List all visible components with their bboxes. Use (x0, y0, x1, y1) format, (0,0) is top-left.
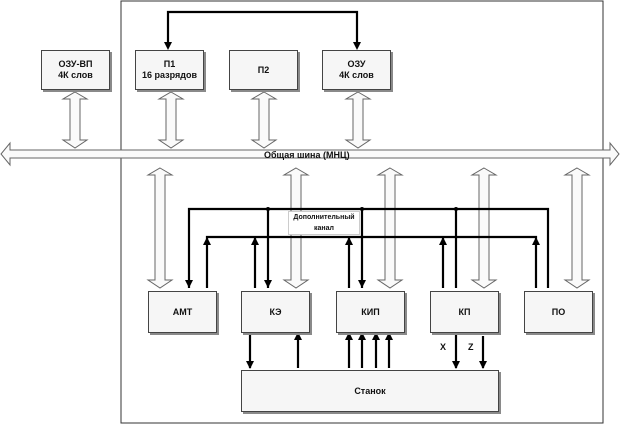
bus-link-ozu-vp (61, 91, 89, 149)
arrowhead-kip-4 (385, 332, 393, 340)
arrowhead-kip-2 (358, 332, 366, 340)
bus-link-po (563, 167, 591, 289)
signal-z-label: Z (468, 342, 474, 352)
arrowhead-amt-up (203, 237, 211, 245)
arrowhead-ke-from-stanok (294, 332, 302, 340)
arrowhead-kip-down (358, 280, 366, 288)
arrowhead-amt-down (185, 280, 193, 288)
arrowhead-kp-up (439, 237, 447, 245)
arrowhead-stanok-from-ke (246, 361, 254, 369)
bus-label: Общая шина (МНЦ) (264, 150, 350, 160)
junction-ke (266, 207, 270, 211)
signal-x-label: X (440, 342, 447, 352)
extra-channel-label: Дополнительный канал (288, 211, 360, 235)
system-frame (120, 0, 604, 424)
bus-link-p1 (157, 91, 185, 149)
bus-link-amt (146, 167, 174, 289)
block-po: ПО (524, 291, 593, 333)
bus-link-kp (470, 167, 498, 289)
arrowhead-kip-up (345, 237, 353, 245)
block-ozu-vp: ОЗУ-ВП 4К слов (41, 50, 110, 90)
extra-channel-line-1 (187, 207, 550, 288)
block-kip: КИП (336, 291, 405, 333)
arrowhead-x (452, 361, 460, 369)
arrowhead-p1 (164, 42, 172, 50)
bus-link-p2 (250, 91, 278, 149)
bus-link-ozu (344, 91, 372, 149)
common-bus-arrow (0, 141, 620, 167)
arrowhead-z (479, 361, 487, 369)
extra-channel-line-2 (205, 235, 538, 288)
arrowhead-kip-3 (372, 332, 380, 340)
bus-link-kip (376, 167, 404, 289)
arrowhead-ke-down (264, 280, 272, 288)
arrowhead-kip-1 (345, 332, 353, 340)
block-amt: АМТ (148, 291, 217, 333)
feedback-line-ozu-p1 (166, 10, 359, 42)
arrowhead-ozu (353, 42, 361, 50)
arrowhead-po-up (532, 237, 540, 245)
block-kp: КП (430, 291, 499, 333)
block-p2: П2 (229, 50, 298, 90)
block-stanok: Станок (241, 370, 499, 412)
block-ke: КЭ (241, 291, 310, 333)
junction-kip (360, 207, 364, 211)
block-p1: П1 16 разрядов (135, 50, 204, 90)
junction-kp (454, 207, 458, 211)
block-ozu: ОЗУ 4К слов (322, 50, 391, 90)
arrowhead-ke-up (251, 237, 259, 245)
